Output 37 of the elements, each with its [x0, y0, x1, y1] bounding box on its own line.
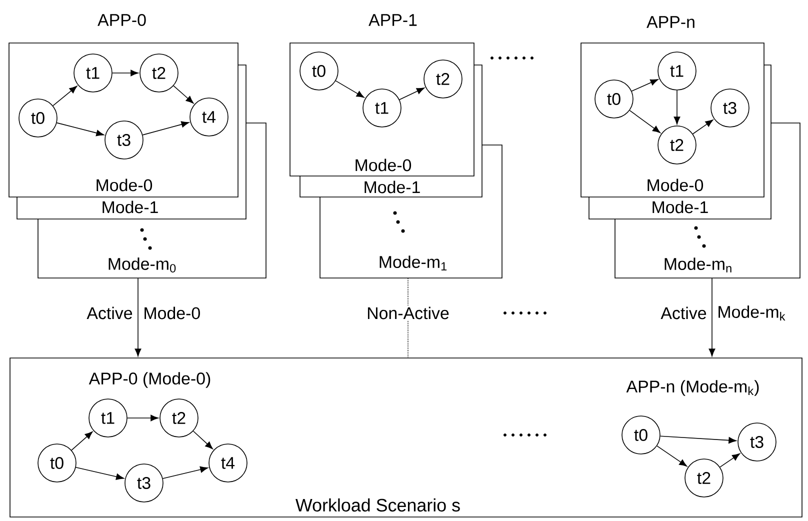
arrow	[173, 85, 194, 104]
edge-label: Active	[86, 306, 134, 320]
arrow	[335, 80, 364, 98]
arrow	[112, 70, 138, 76]
edge-label: Non-Active	[366, 306, 450, 320]
mode-box: Mode-1	[16, 196, 246, 220]
group-title: APP-n (Mode-m$_{k}$)	[626, 380, 759, 396]
app-title: APP-n	[646, 16, 694, 28]
app-title: APP-0	[98, 14, 146, 26]
mode-box: Mode-1	[588, 196, 772, 220]
arrow	[134, 278, 142, 356]
app-title: APP-1	[368, 14, 417, 26]
arrow	[660, 436, 736, 444]
side-label: Mode-m$_{k}$	[718, 306, 786, 320]
arrow	[629, 110, 660, 134]
mode-box: Mode-m$_{0}$	[38, 218, 266, 278]
arrow	[708, 278, 716, 356]
arrow	[71, 431, 93, 451]
arrow	[127, 414, 158, 422]
arrow	[674, 90, 680, 124]
arrow	[192, 430, 213, 450]
arrow	[631, 79, 658, 92]
mode-box: Mode-m$_{1}$	[320, 196, 502, 278]
arrow	[76, 466, 124, 480]
arrow	[720, 453, 740, 468]
group-title: APP-0 (Mode-0)	[88, 372, 210, 388]
arrow	[142, 121, 190, 136]
arrow	[399, 88, 424, 100]
mode-box: Mode-m$_{n}$	[614, 218, 800, 278]
mode-box: Mode-1	[300, 176, 482, 198]
side-label: Mode-0	[144, 306, 200, 320]
arrow	[656, 446, 688, 467]
arrow	[162, 466, 208, 479]
edge-label: Active	[660, 306, 708, 320]
arrow	[52, 86, 78, 106]
arrow	[56, 122, 104, 136]
arrow	[692, 120, 714, 134]
